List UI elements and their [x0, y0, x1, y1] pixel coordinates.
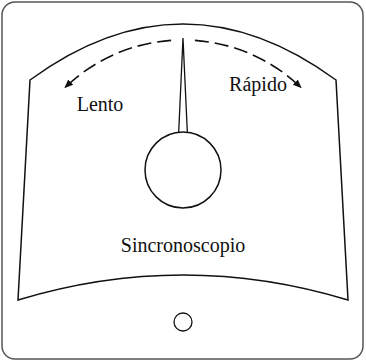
- dial-label: Rápido: [229, 73, 287, 95]
- dial-label: Lento: [77, 93, 124, 115]
- mounting-hole: [174, 313, 192, 331]
- dial-label: Sincronoscopio: [121, 234, 245, 256]
- needle: [179, 38, 188, 136]
- slow-arrow: [65, 40, 171, 87]
- panel-frame: [2, 2, 363, 359]
- needle-hub: [145, 132, 221, 208]
- dial-face: [18, 24, 348, 300]
